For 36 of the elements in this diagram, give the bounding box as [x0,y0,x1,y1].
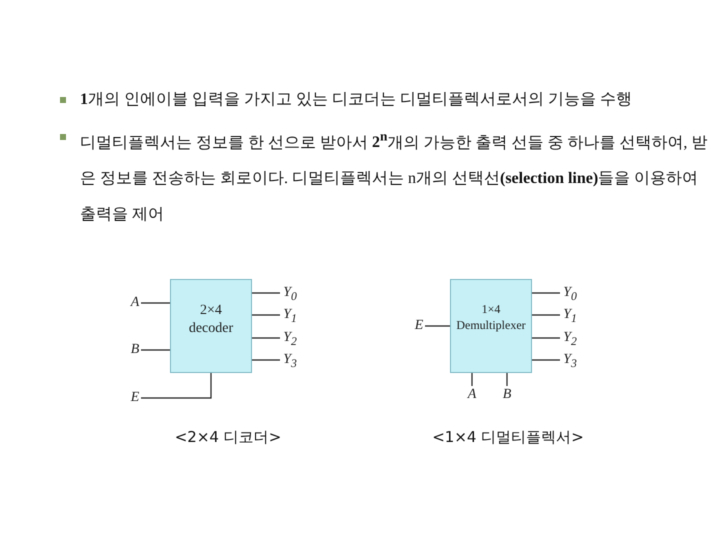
signal-label: Y$_{0}$ [280,284,300,302]
block-label: 1×4 Demultiplexer [456,302,526,334]
signal-label: A [129,294,141,312]
figure-caption: <1×4 디멀티플렉서> [432,428,584,447]
bullet-text: 디멀티플렉서는 정보를 한 선으로 받아서 2$^{n}$개의 가능한 출력 선들 중 하나를 선택하여, 받은 정보를 전송하는 회로이다. 디멀티플렉서는 n개의 선택선(selection line)들을 이용하여 출력을 제어 [80,128,708,226]
signal-label: Y$_{0}$ [560,284,580,302]
wire [532,292,560,294]
wire [141,349,170,351]
wire [532,359,560,361]
wire [471,373,473,386]
wire [141,302,170,304]
signal-label: E [413,317,425,335]
wire [252,314,280,316]
wire [252,337,280,339]
signal-label: Y$_{3}$ [280,351,300,369]
signal-label: Y$_{3}$ [560,351,580,369]
signal-label: Y$_{2}$ [280,329,300,347]
signal-label: B [501,386,513,404]
decoder-block [170,279,252,373]
wire [506,373,508,386]
signal-label: Y$_{1}$ [280,306,300,324]
wire [141,373,212,399]
block-label: 2×4 decoder [188,302,234,338]
demultiplexer-block [450,279,532,373]
signal-label: Y$_{1}$ [560,306,580,324]
wire [532,337,560,339]
wire [532,314,560,316]
wire [252,359,280,361]
wire [425,325,450,327]
signal-label: E [129,389,141,407]
bullet-text: 1개의 인에이블 입력을 가지고 있는 디코더는 디멀티플렉서로서의 기능을 수행 [80,90,633,110]
signal-label: A [466,386,478,404]
figure-caption: <2×4 디코더> [174,428,282,447]
signal-label: B [129,341,141,359]
signal-label: Y$_{2}$ [560,329,580,347]
wire [252,292,280,294]
